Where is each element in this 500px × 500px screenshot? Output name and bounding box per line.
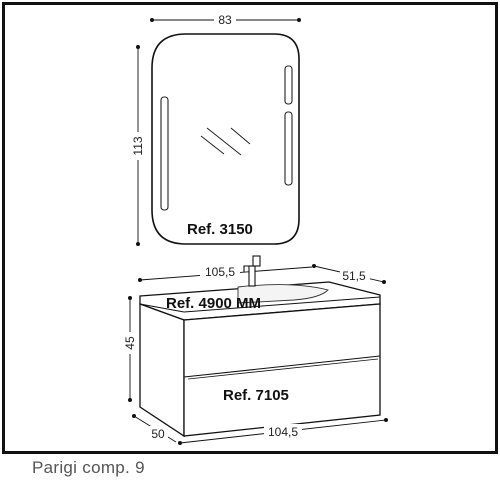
faucet <box>243 255 261 287</box>
washbasin-bowl <box>237 284 329 304</box>
dim-top-width: 105,5 <box>138 264 313 282</box>
washbasin-top: Ref. 4900 MM <box>139 281 381 321</box>
mirror-height-label: 113 <box>131 136 145 155</box>
cabinet-front <box>183 303 381 437</box>
mirror-width-label: 83 <box>218 13 232 27</box>
mirror-reflection-mark <box>230 127 251 145</box>
cabinet-height-label: 45 <box>123 336 137 350</box>
dim-cabinet-depth: 50 <box>132 414 177 443</box>
technical-drawing: Ref. 3150 83 113 105,5 51,5 Ref. 4900 M <box>2 2 498 454</box>
dim-cabinet-height: 45 <box>122 296 138 402</box>
washbasin-ref-label: Ref. 4900 MM <box>166 295 261 312</box>
cabinet: Ref. 7105 <box>139 303 381 438</box>
dim-top-depth: 51,5 <box>312 264 386 284</box>
product-caption: Parigi comp. 9 <box>32 458 145 477</box>
top-width-label: 105,5 <box>205 265 235 279</box>
drawing-border <box>2 2 498 454</box>
mirror-outline <box>151 33 300 245</box>
mirror-reflection-mark <box>206 127 242 156</box>
drawing-frame: Ref. 3150 83 113 105,5 51,5 Ref. 4900 M <box>2 2 498 454</box>
drawer-divider <box>183 355 381 378</box>
mirror-led-strip-right-top <box>284 65 293 105</box>
mirror-ref-label: Ref. 3150 <box>187 221 253 238</box>
mirror-led-strip-right-bottom <box>284 111 293 186</box>
cabinet-ref-label: Ref. 7105 <box>223 387 289 404</box>
mirror-reflection-mark <box>200 135 225 155</box>
cabinet-side <box>139 303 185 438</box>
top-depth-label: 51,5 <box>342 269 366 283</box>
mirror-led-strip-left <box>160 96 169 211</box>
mirror: Ref. 3150 <box>151 33 300 245</box>
dim-mirror-height: 113 <box>130 45 146 246</box>
dim-cabinet-width: 104,5 <box>178 418 388 445</box>
cabinet-depth-label: 50 <box>151 427 165 441</box>
cabinet-width-label: 104,5 <box>268 425 298 439</box>
dim-mirror-width: 83 <box>150 11 301 27</box>
